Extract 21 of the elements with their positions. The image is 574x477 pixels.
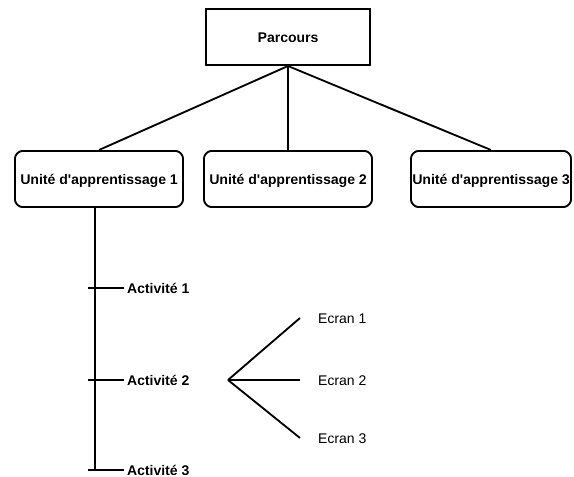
box-label: Unité d'apprentissage 1 bbox=[20, 170, 178, 188]
item-label: Activité 3 bbox=[127, 460, 190, 477]
item-label: Ecran 3 bbox=[318, 428, 366, 448]
connector-line bbox=[227, 379, 301, 439]
item-label: Ecran 2 bbox=[318, 370, 366, 390]
rounded-box bbox=[203, 150, 373, 208]
connector-line bbox=[227, 317, 301, 381]
item-label: Activité 2 bbox=[127, 370, 190, 390]
rounded-box bbox=[410, 150, 572, 208]
box-label: Unité d'apprentissage 2 bbox=[209, 170, 367, 188]
box-label: Unité d'apprentissage 3 bbox=[412, 170, 570, 188]
connector-line bbox=[98, 65, 288, 151]
connector-line bbox=[288, 65, 492, 151]
item-label: Ecran 1 bbox=[318, 308, 366, 328]
rounded-box bbox=[14, 150, 184, 208]
title-box bbox=[205, 8, 371, 66]
connector-line bbox=[287, 66, 289, 150]
connector-line bbox=[94, 208, 124, 471]
item-label: Activité 1 bbox=[127, 278, 190, 298]
connector-line bbox=[228, 379, 300, 381]
box-label: Parcours bbox=[258, 28, 318, 46]
